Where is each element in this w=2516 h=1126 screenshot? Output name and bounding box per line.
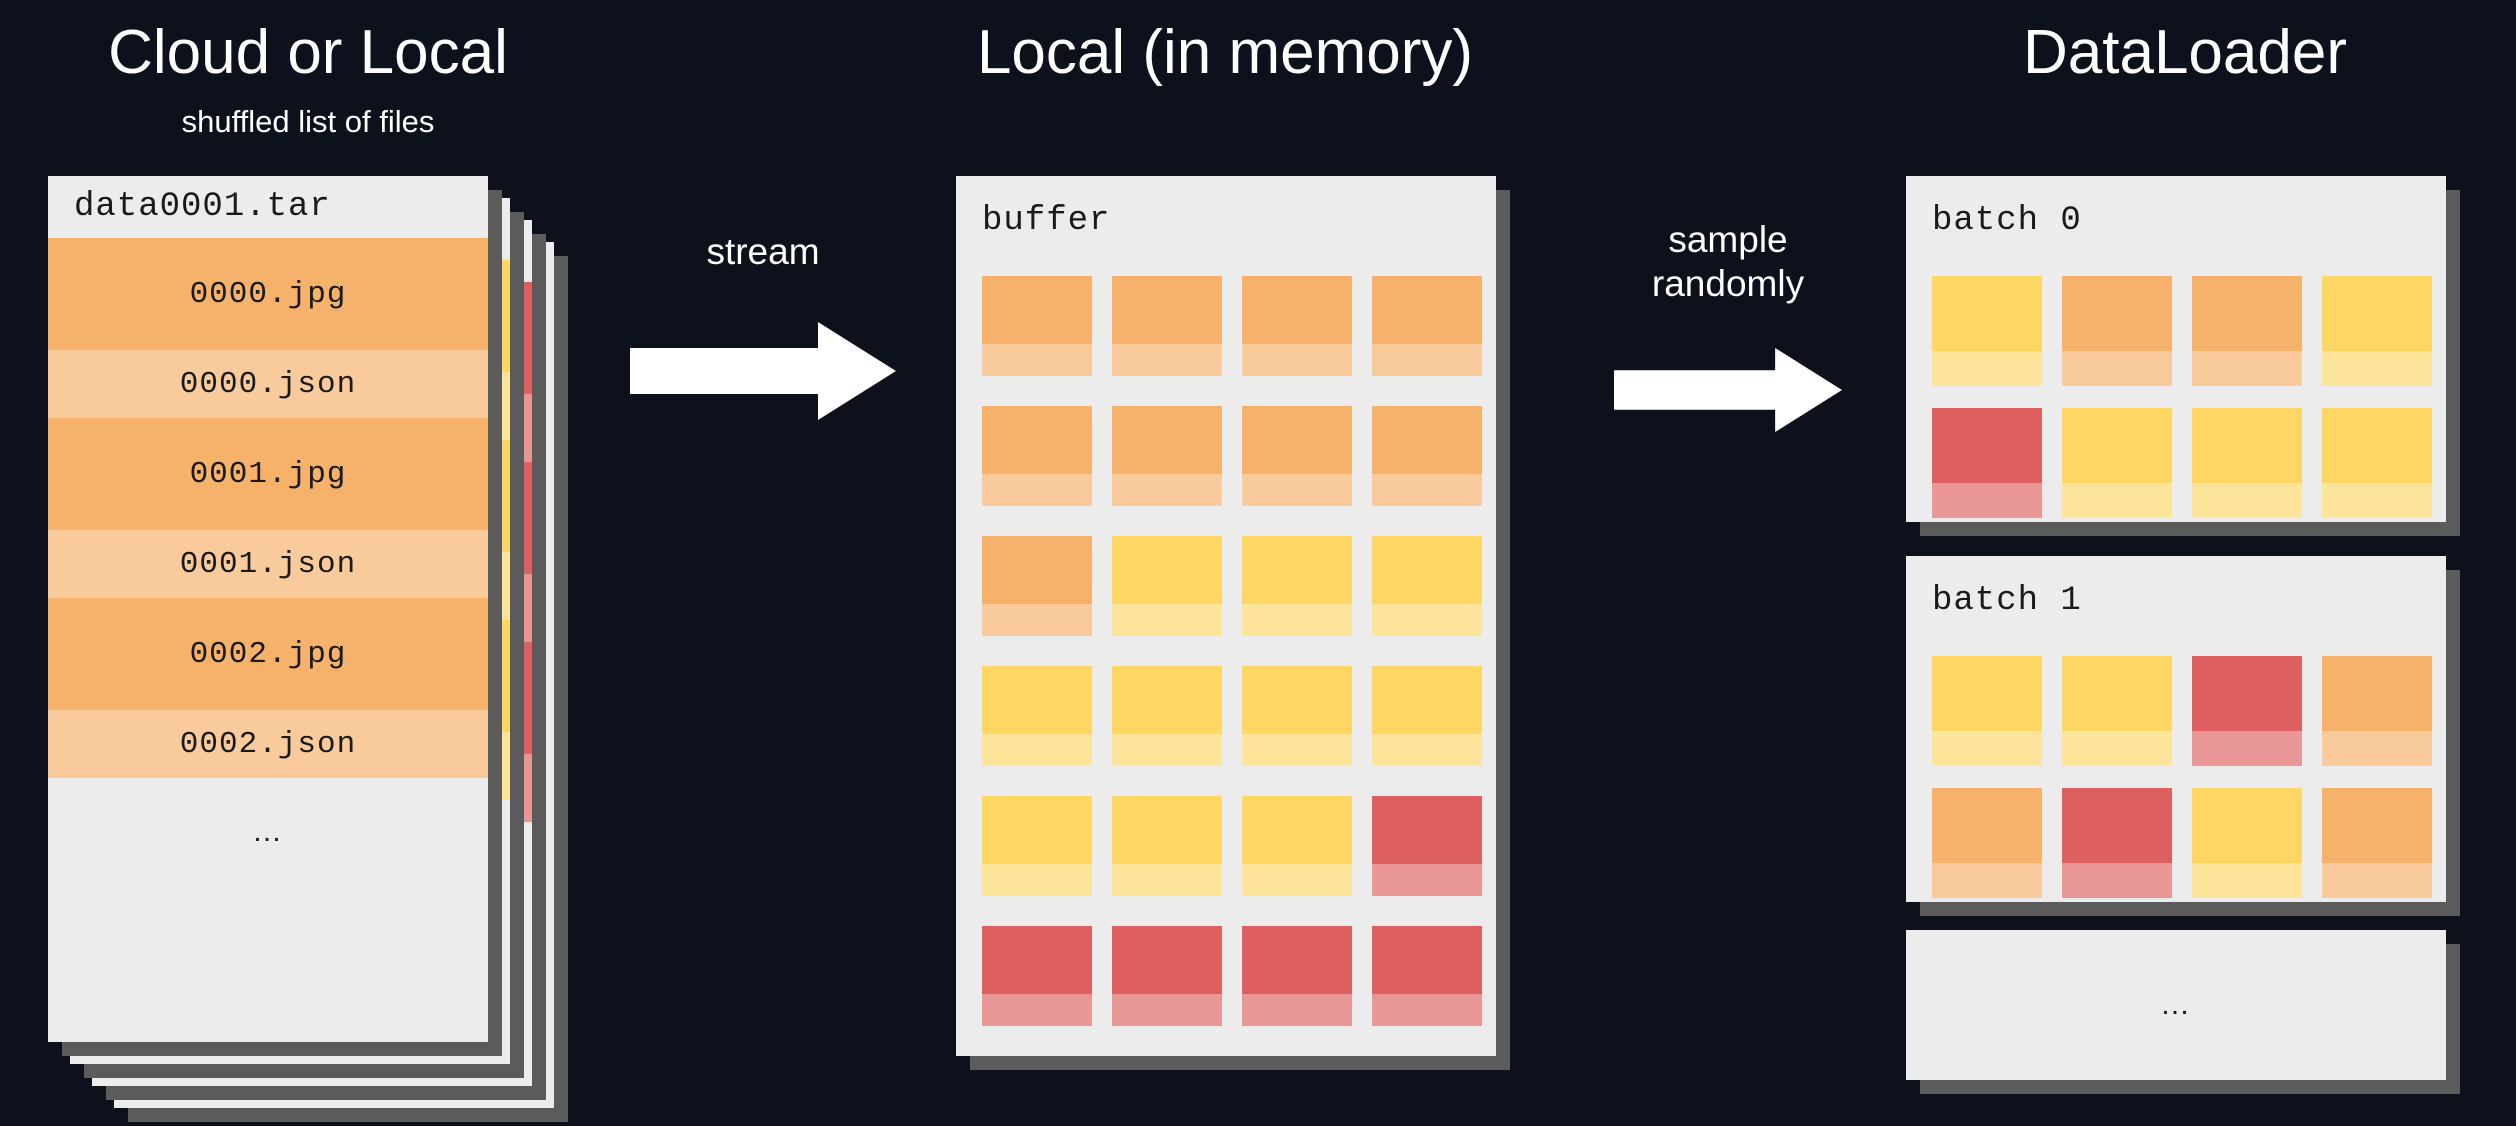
- batch-tile[interactable]: [1932, 656, 2042, 766]
- sample-arrow-label: sample randomly: [1651, 219, 1805, 304]
- shard-card-front[interactable]: data0001.tar 0000.jpg 0000.json 0001.jpg…: [48, 176, 488, 1042]
- ellipsis-glyph: …: [252, 815, 284, 848]
- stream-arrow-label: stream: [706, 231, 820, 272]
- file-name: 0001.jpg: [189, 456, 347, 492]
- buffer-tile[interactable]: [1372, 536, 1482, 636]
- batch-tile[interactable]: [2322, 276, 2432, 386]
- arrow-right-icon: [630, 322, 896, 420]
- buffer-tile[interactable]: [1242, 536, 1352, 636]
- batch-tile[interactable]: [2322, 408, 2432, 518]
- column-subtitle-source: shuffled list of files: [181, 104, 435, 139]
- file-name: 0001.json: [179, 546, 357, 582]
- batch-card-0[interactable]: batch 0: [1906, 176, 2446, 522]
- buffer-tile[interactable]: [982, 796, 1092, 896]
- column-title-source: Cloud or Local: [108, 18, 508, 87]
- file-row[interactable]: 0001.json: [48, 530, 488, 598]
- buffer-tile[interactable]: [1372, 796, 1482, 896]
- batch-tile[interactable]: [2062, 656, 2172, 766]
- batch-label: batch 0: [1932, 202, 2082, 240]
- buffer-label: buffer: [982, 202, 1111, 240]
- buffer-tile[interactable]: [1112, 926, 1222, 1026]
- batch-tile[interactable]: [2062, 788, 2172, 898]
- file-row[interactable]: 0000.json: [48, 350, 488, 418]
- buffer-tile[interactable]: [1112, 796, 1222, 896]
- buffer-tile[interactable]: [982, 536, 1092, 636]
- column-title-memory: Local (in memory): [976, 18, 1474, 87]
- batch-tile[interactable]: [2192, 408, 2302, 518]
- file-row[interactable]: 0002.jpg: [48, 598, 488, 710]
- file-name: 0002.json: [179, 726, 357, 762]
- buffer-tile[interactable]: [1242, 276, 1352, 376]
- buffer-tile[interactable]: [1112, 276, 1222, 376]
- batch-tile[interactable]: [1932, 276, 2042, 386]
- stream-arrow: stream: [618, 230, 908, 420]
- batch-tile[interactable]: [2062, 408, 2172, 518]
- batch-tile[interactable]: [2322, 788, 2432, 898]
- file-name: 0000.jpg: [189, 276, 347, 312]
- batch-card-ellipsis: …: [1906, 930, 2446, 1080]
- batch-tile[interactable]: [2192, 656, 2302, 766]
- buffer-tile[interactable]: [1112, 406, 1222, 506]
- buffer-tile[interactable]: [982, 666, 1092, 766]
- buffer-tile[interactable]: [1242, 796, 1352, 896]
- file-row[interactable]: 0000.jpg: [48, 238, 488, 350]
- batch-card-1[interactable]: batch 1: [1906, 556, 2446, 902]
- shard-filename: data0001.tar: [74, 188, 331, 226]
- batch-label: batch 1: [1932, 582, 2082, 620]
- file-row[interactable]: 0002.json: [48, 710, 488, 778]
- batch-tile[interactable]: [2192, 276, 2302, 386]
- shard-filename-header: data0001.tar: [48, 176, 488, 238]
- batch-tile[interactable]: [2192, 788, 2302, 898]
- buffer-tile[interactable]: [1372, 666, 1482, 766]
- buffer-tile[interactable]: [1242, 926, 1352, 1026]
- buffer-tile[interactable]: [1372, 926, 1482, 1026]
- buffer-tile[interactable]: [1372, 406, 1482, 506]
- batch-tile[interactable]: [2322, 656, 2432, 766]
- buffer-tile[interactable]: [1242, 406, 1352, 506]
- buffer-tile[interactable]: [1112, 536, 1222, 636]
- ellipsis-glyph: …: [2160, 988, 2192, 1021]
- batch-tile[interactable]: [2062, 276, 2172, 386]
- buffer-tile[interactable]: [982, 276, 1092, 376]
- arrow-right-icon: [1614, 348, 1842, 432]
- shard-stack: data0001.tar 0000.jpg 0000.json 0001.jpg…: [48, 176, 568, 1108]
- buffer-tile[interactable]: [1112, 666, 1222, 766]
- batch-tile[interactable]: [1932, 788, 2042, 898]
- file-row[interactable]: 0001.jpg: [48, 418, 488, 530]
- file-list-ellipsis: …: [48, 778, 488, 886]
- sample-arrow: sample randomly: [1578, 218, 1878, 432]
- file-name: 0000.json: [179, 366, 357, 402]
- column-title-loader: DataLoader: [2022, 18, 2348, 87]
- buffer-tile[interactable]: [982, 926, 1092, 1026]
- buffer-card[interactable]: buffer: [956, 176, 1496, 1056]
- file-name: 0002.jpg: [189, 636, 347, 672]
- buffer-tile[interactable]: [982, 406, 1092, 506]
- buffer-tile[interactable]: [1242, 666, 1352, 766]
- batch-tile[interactable]: [1932, 408, 2042, 518]
- buffer-tile[interactable]: [1372, 276, 1482, 376]
